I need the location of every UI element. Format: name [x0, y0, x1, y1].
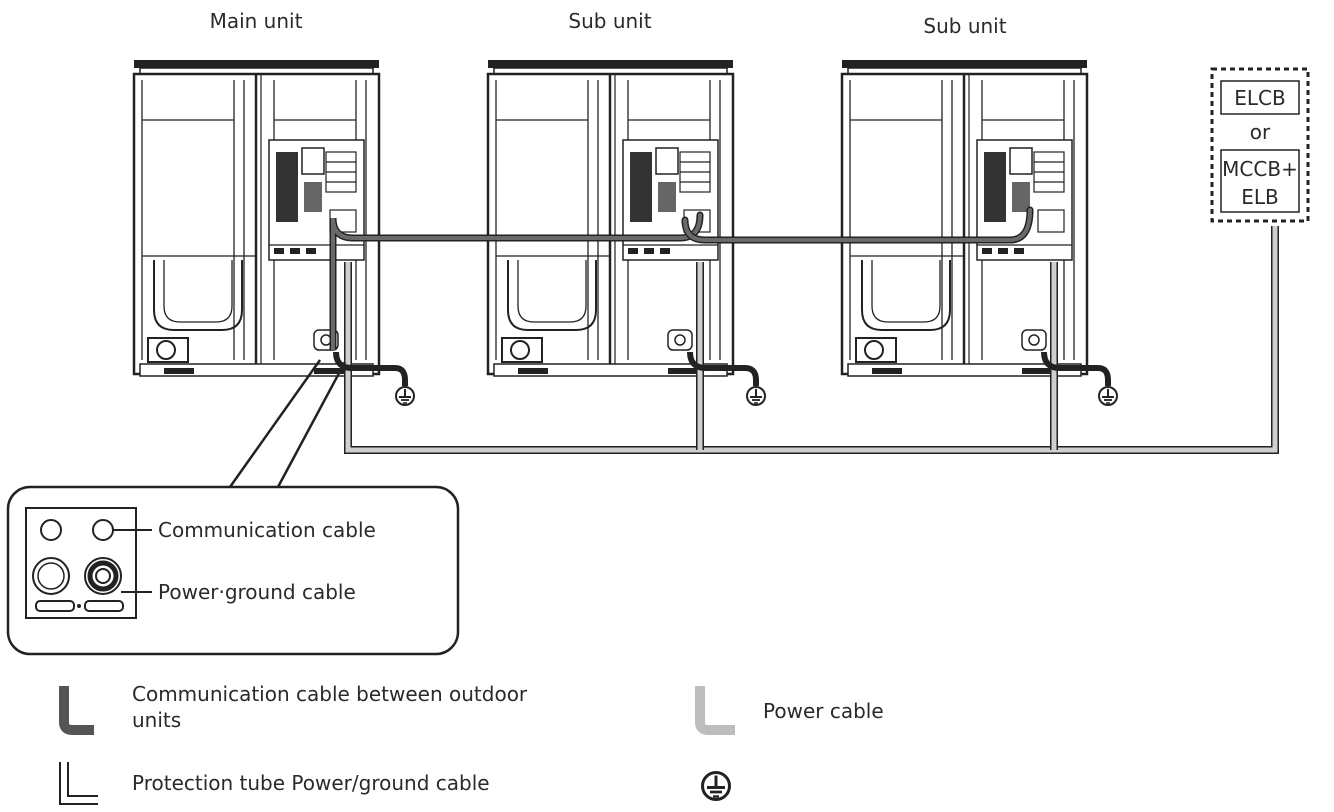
- ground-icon: [746, 386, 766, 406]
- breaker-mccb: MCCB+: [1222, 157, 1298, 181]
- legend-comm-label-line1: Communication cable between outdoor: [132, 682, 528, 706]
- communication-cable: [329, 206, 1034, 350]
- breaker-box: [1210, 67, 1310, 223]
- power-ground-cable-label: Power·ground cable: [158, 580, 356, 604]
- breaker-elcb: ELCB: [1234, 86, 1285, 110]
- ground-icon: [395, 386, 415, 406]
- unit-label-sub-2: Sub unit: [923, 14, 1006, 38]
- legend-comm-label-line2: units: [132, 708, 181, 732]
- breaker-elb: ELB: [1241, 185, 1279, 209]
- unit-label-main: Main unit: [210, 9, 303, 33]
- unit-label-sub-1: Sub unit: [568, 9, 651, 33]
- legend-comm-swatch: [59, 686, 94, 735]
- legend-protection-label: Protection tube Power/ground cable: [132, 771, 490, 795]
- ground-cables: [333, 351, 1111, 386]
- legend-power-label: Power cable: [763, 699, 884, 723]
- callout-line-right: [276, 361, 347, 488]
- breaker-or: or: [1250, 120, 1271, 144]
- callout-line-left: [228, 359, 322, 488]
- legend-protection-swatch: [59, 762, 98, 805]
- ground-icon: [701, 771, 731, 801]
- power-cable: [344, 226, 1279, 454]
- outdoor-unit-main: [132, 58, 381, 378]
- communication-cable-label: Communication cable: [158, 518, 376, 542]
- ground-icon: [1098, 386, 1118, 406]
- legend-power-swatch: [695, 686, 735, 735]
- cable-entry-panel: [25, 507, 137, 619]
